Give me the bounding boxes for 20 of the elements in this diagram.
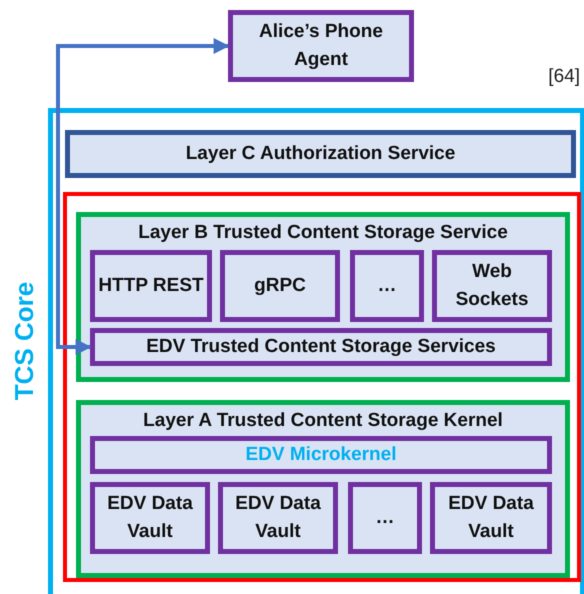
component-box: … bbox=[350, 250, 424, 322]
component-box: Web Sockets bbox=[432, 250, 552, 322]
group-title: TCS Core bbox=[9, 281, 39, 401]
component-box: Layer C Authorization Service bbox=[65, 130, 576, 178]
layer-title: Layer B Trusted Content Storage Service bbox=[137, 221, 509, 245]
component-box: EDV Data Vault bbox=[90, 482, 210, 554]
reference-number: [64] bbox=[548, 66, 580, 88]
layer-title: Layer A Trusted Content Storage Kernel bbox=[142, 409, 504, 433]
container-box bbox=[63, 192, 581, 582]
component-box: EDV Data Vault bbox=[430, 482, 552, 554]
component-box: EDV Trusted Content Storage Services bbox=[90, 328, 552, 366]
layer-box bbox=[76, 212, 570, 382]
component-box: EDV Data Vault bbox=[218, 482, 338, 554]
layer-box bbox=[76, 400, 570, 578]
double-arrow bbox=[56, 38, 230, 355]
component-box: HTTP REST bbox=[90, 250, 212, 322]
component-box: gRPC bbox=[220, 250, 340, 322]
component-box: EDV Microkernel bbox=[90, 436, 552, 474]
component-box: Alice’s Phone Agent bbox=[228, 10, 414, 82]
component-box: … bbox=[348, 482, 422, 554]
